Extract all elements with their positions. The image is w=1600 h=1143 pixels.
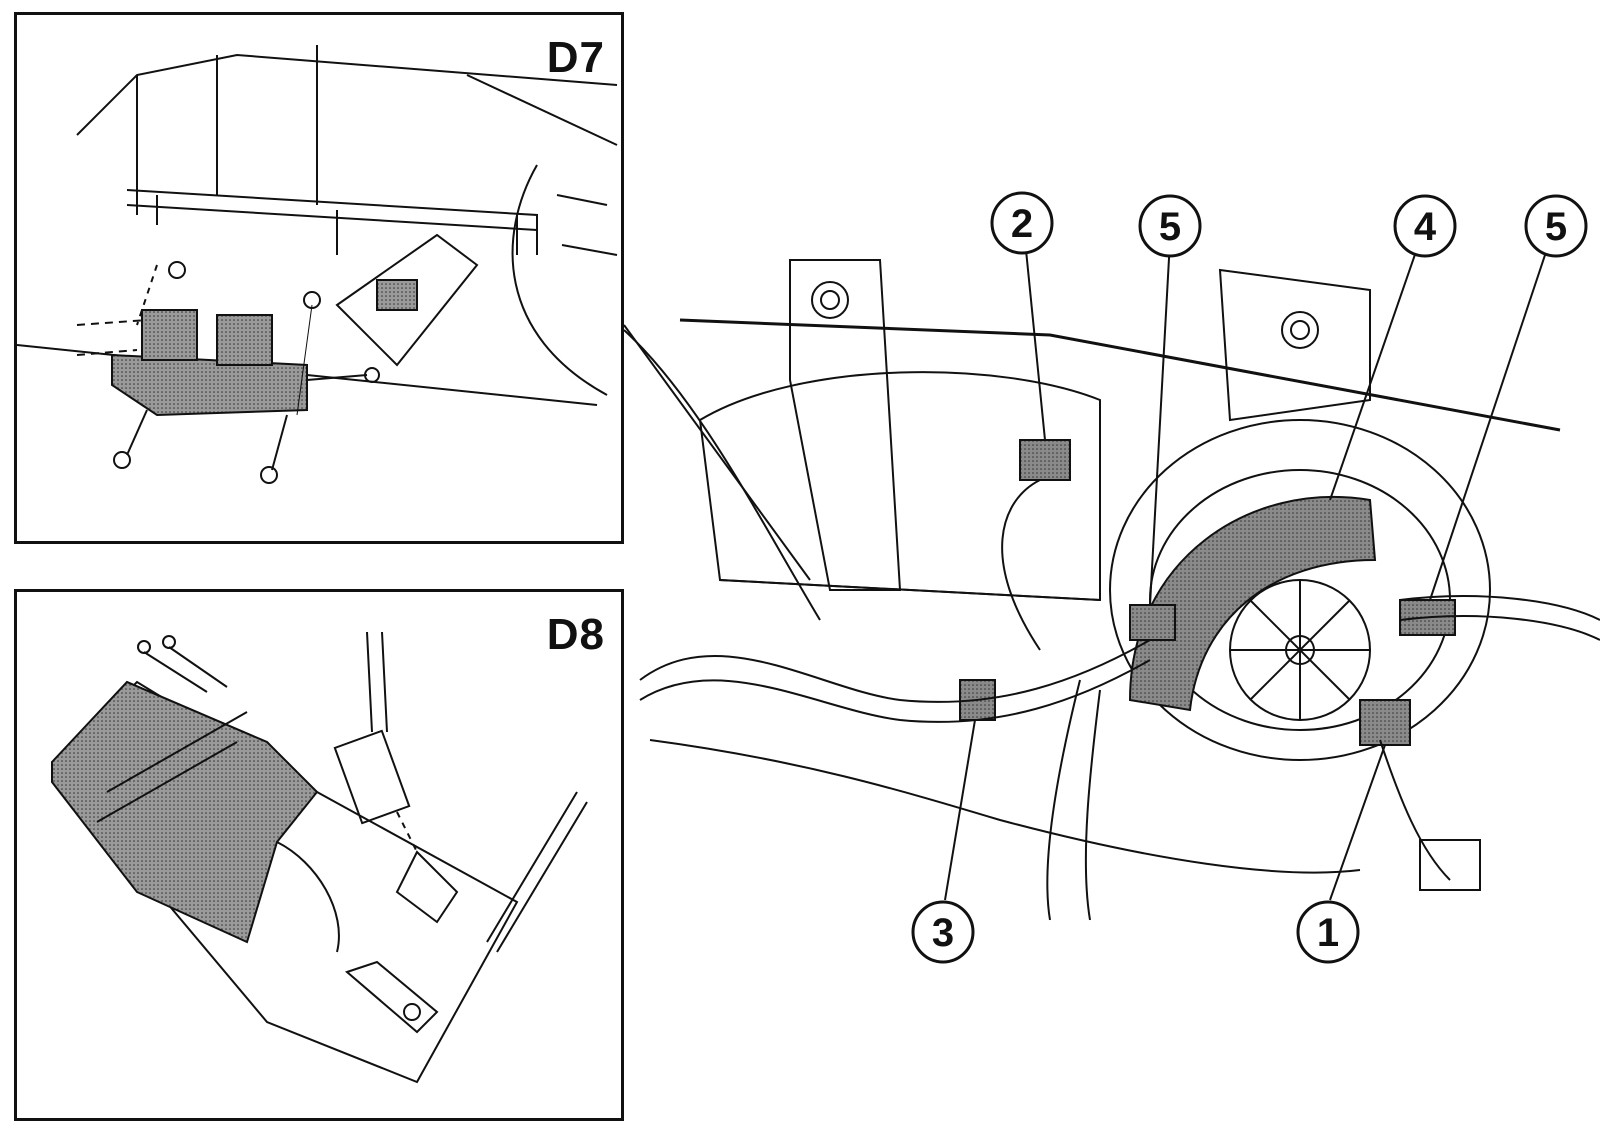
leader-line-1	[1329, 744, 1386, 901]
leader-line-3	[944, 719, 976, 901]
inset-panel-d7: D7	[14, 12, 624, 544]
callout-number-1: 1	[1317, 911, 1339, 955]
callout-circle-1	[1296, 900, 1360, 964]
d7-resistor-drawing	[17, 45, 618, 484]
zoom-line-upper	[623, 324, 811, 581]
panel-label-d8: D8	[546, 610, 605, 659]
callout-circle-2	[990, 191, 1054, 255]
leader-line-4	[1329, 239, 1421, 501]
panel-label-d7: D7	[546, 33, 605, 82]
callout-number-2: 2	[1011, 202, 1033, 246]
callout-circle-4	[1393, 194, 1457, 258]
inset-panel-d8: D8	[14, 589, 624, 1121]
callout-number-5-left: 5	[1159, 205, 1181, 249]
callout-circle-5-left	[1138, 194, 1202, 258]
leader-line-5-left	[1149, 239, 1171, 606]
zoom-line-lower	[623, 329, 821, 621]
d8-connector-drawing	[51, 631, 588, 1084]
callout-circle-3	[911, 900, 975, 964]
leader-line-5-right	[1429, 239, 1551, 601]
callout-number-4: 4	[1414, 205, 1437, 249]
callout-number-5-right: 5	[1545, 205, 1567, 249]
callout-number-3: 3	[932, 911, 954, 955]
callout-circle-5-right	[1524, 194, 1588, 258]
leader-line-2	[1024, 239, 1046, 441]
